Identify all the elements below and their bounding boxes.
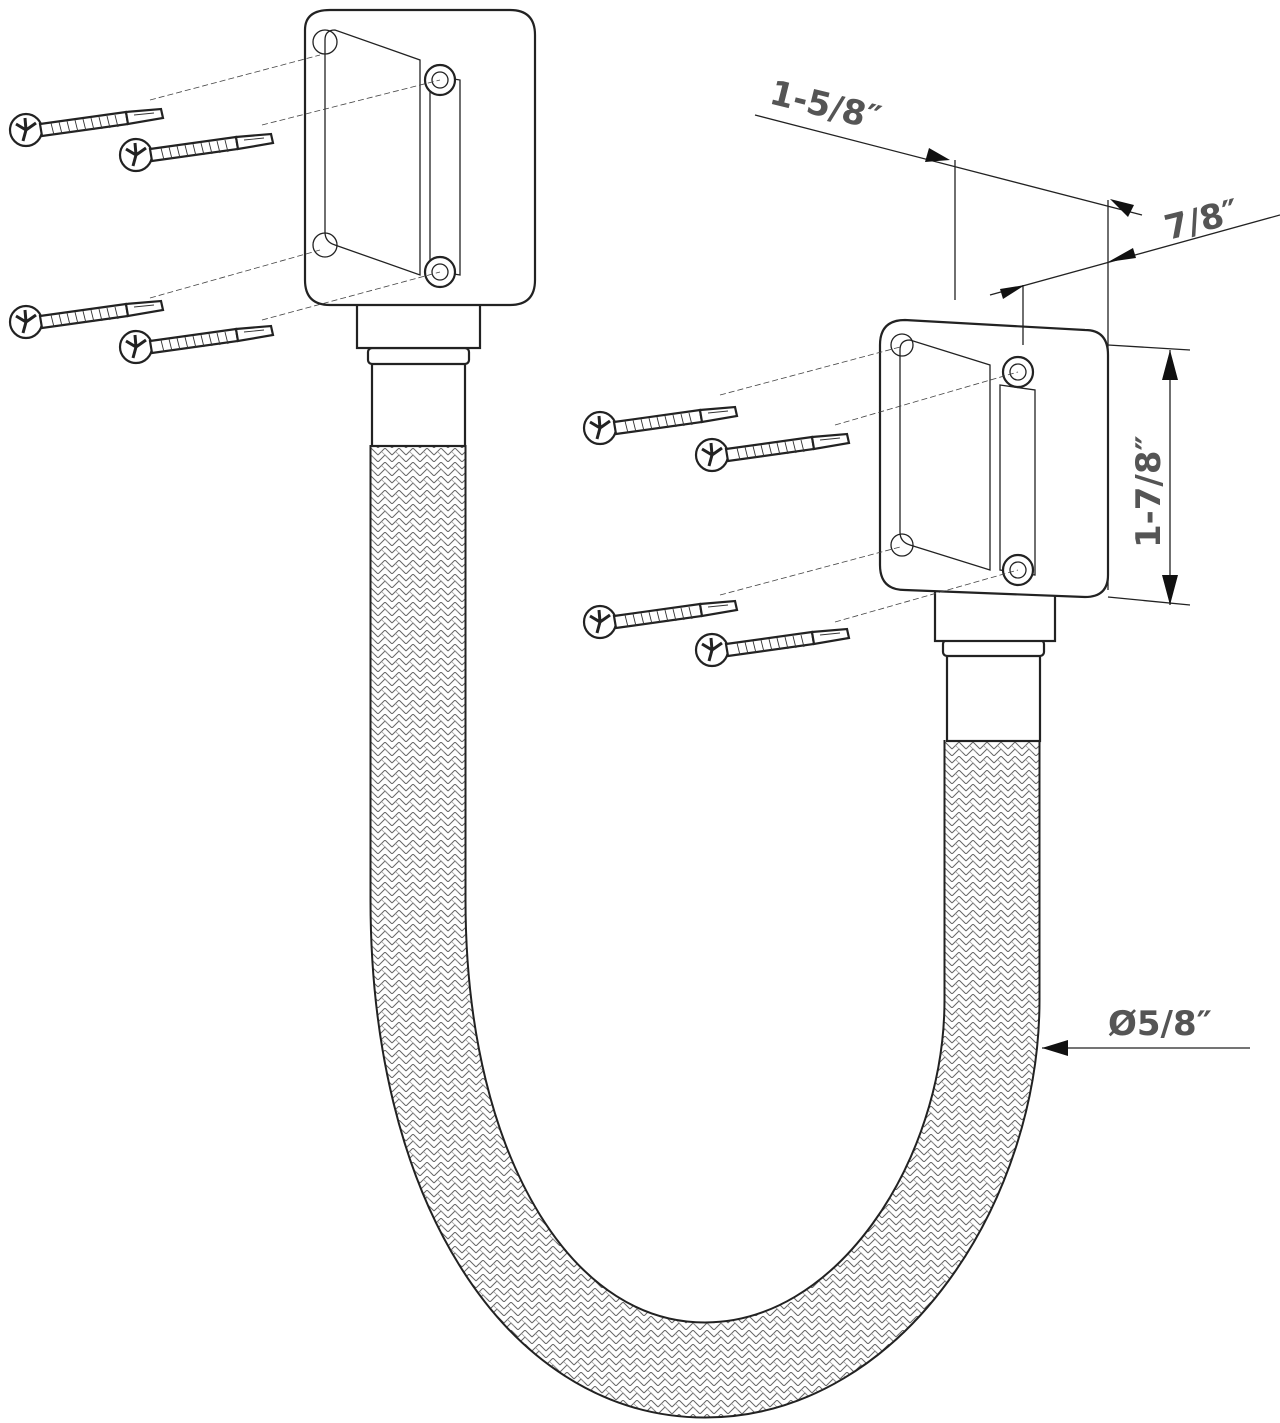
bracket-depth-label: 7/8″ [1161, 192, 1243, 249]
bracket-height-label: 1-7/8″ [1129, 435, 1169, 548]
bracket-width-label: 1-5/8″ [766, 73, 885, 139]
left-bracket [303, 8, 537, 448]
dimension-lines [754, 114, 1280, 1056]
right-bracket [878, 318, 1110, 743]
braided-hose [369, 445, 1041, 1419]
hose-diameter-label: Ø5/8″ [1108, 1004, 1212, 1044]
screw-icon [118, 324, 275, 365]
screw-icon [694, 627, 851, 668]
screw-icon [118, 132, 275, 173]
mounting-screws [8, 54, 1019, 668]
screw-icon [694, 432, 851, 473]
screw-icon [582, 599, 739, 640]
